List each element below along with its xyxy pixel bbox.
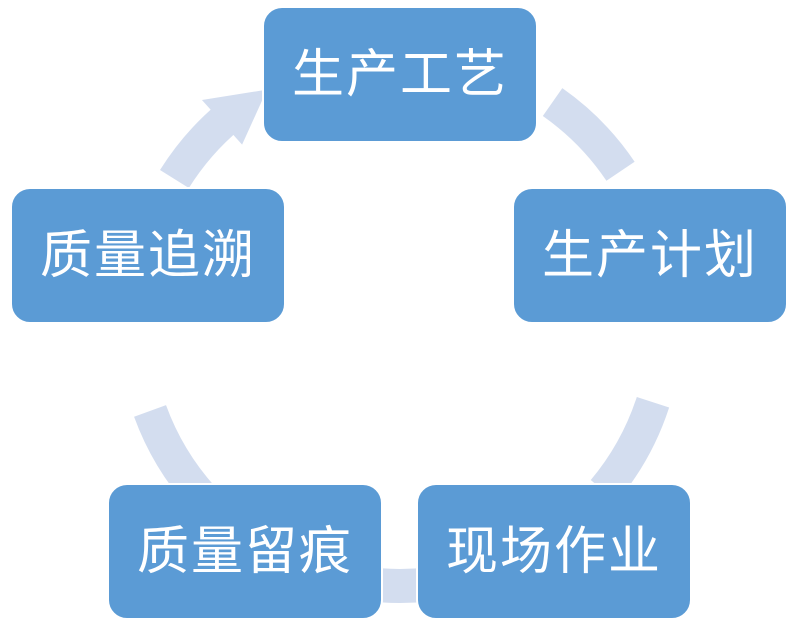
- cycle-node-quality-record: 质量留痕: [107, 483, 383, 620]
- cycle-node-onsite-operation: 现场作业: [416, 483, 692, 620]
- cycle-node-quality-trace: 质量追溯: [10, 187, 286, 324]
- connector-arc-craft-to-plan: [542, 88, 635, 182]
- cycle-node-process-craft: 生产工艺: [262, 6, 538, 143]
- connector-arc-plan-to-operation: [590, 396, 670, 502]
- connector-arc-trace-to-craft: [160, 103, 241, 189]
- cycle-node-production-plan: 生产计划: [512, 187, 788, 324]
- connector-arrowhead: [201, 89, 267, 145]
